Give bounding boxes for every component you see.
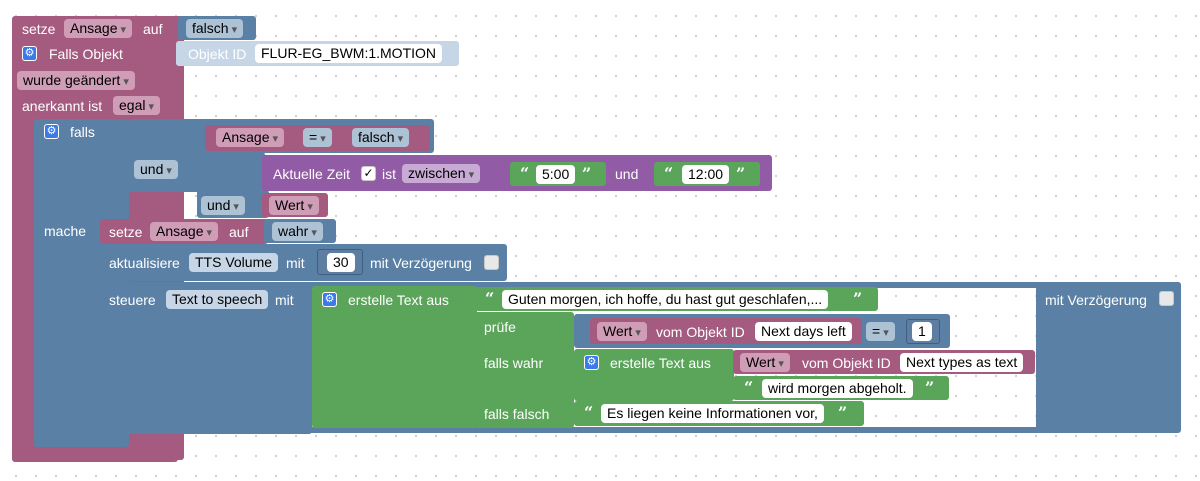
- object-id-label: Objekt ID: [188, 46, 247, 62]
- operator-dropdown[interactable]: =: [303, 128, 332, 147]
- mit-label: mit: [286, 255, 305, 271]
- quote-close-icon: ”: [736, 164, 746, 183]
- object-value[interactable]: Next days left: [755, 322, 852, 341]
- control-target[interactable]: Text to speech: [166, 290, 269, 309]
- suffix-text[interactable]: wird morgen abgeholt.: [762, 379, 913, 398]
- auf-label: auf: [229, 224, 249, 240]
- from-object-label: vom Objekt ID: [802, 355, 891, 371]
- control-label: steuere: [109, 292, 156, 308]
- quote-close-icon: ”: [853, 289, 863, 308]
- gear-icon[interactable]: ⚙: [22, 46, 37, 61]
- falls-label: falls: [70, 124, 95, 140]
- update-target[interactable]: TTS Volume: [189, 253, 279, 272]
- create-text-label: erstelle Text aus: [610, 355, 711, 371]
- create-text-block[interactable]: [312, 286, 477, 428]
- time-mode-dropdown[interactable]: zwischen: [402, 164, 481, 183]
- delay-checkbox[interactable]: [484, 255, 499, 270]
- quote-open-icon: “: [744, 378, 754, 397]
- update-label: aktualisiere: [109, 255, 180, 271]
- operator-dropdown[interactable]: =: [866, 322, 895, 341]
- variable-dropdown[interactable]: Ansage: [64, 19, 133, 38]
- auf-label: auf: [143, 21, 163, 37]
- number-value[interactable]: 1: [912, 322, 932, 341]
- delay-label: mit Verzögerung: [370, 255, 472, 271]
- mache-label: mache: [44, 223, 87, 239]
- und-dropdown[interactable]: und: [134, 160, 178, 179]
- und-dropdown[interactable]: und: [201, 196, 245, 215]
- if-true-label: falls wahr: [484, 355, 544, 371]
- trigger-title: Falls Objekt: [49, 46, 123, 62]
- wert-dropdown[interactable]: Wert: [597, 322, 647, 341]
- control-block-right: [1036, 282, 1181, 432]
- ack-dropdown[interactable]: egal: [113, 96, 161, 115]
- control-block-top: [100, 282, 1181, 288]
- event-block-bottom: [12, 450, 178, 462]
- ist-label: ist: [382, 166, 396, 182]
- boolean-dropdown[interactable]: wahr: [272, 222, 323, 241]
- create-text-label: erstelle Text aus: [348, 292, 449, 308]
- condition-value[interactable]: falsch: [352, 128, 410, 147]
- quote-close-icon: ”: [582, 164, 592, 183]
- update-block[interactable]: [100, 244, 507, 281]
- number-value[interactable]: 30: [327, 253, 355, 272]
- ack-label: anerkannt ist: [22, 98, 103, 114]
- if-false-label: falls falsch: [484, 406, 550, 422]
- change-dropdown[interactable]: wurde geändert: [17, 71, 135, 90]
- false-text[interactable]: Es liegen keine Informationen vor,: [601, 404, 824, 423]
- condition-variable[interactable]: Ansage: [216, 128, 285, 147]
- set-label: setze: [109, 224, 143, 240]
- delay-label: mit Verzögerung: [1045, 292, 1147, 308]
- wert-dropdown[interactable]: Wert: [740, 353, 790, 372]
- time-label: Aktuelle Zeit: [273, 166, 351, 182]
- quote-open-icon: “: [584, 403, 594, 422]
- quote-open-icon: “: [520, 164, 530, 183]
- quote-open-icon: “: [664, 164, 674, 183]
- wert-dropdown[interactable]: Wert: [269, 196, 319, 215]
- object-value[interactable]: Next types as text: [900, 353, 1024, 372]
- gear-icon[interactable]: ⚙: [322, 292, 337, 307]
- checkbox-icon[interactable]: ✓: [361, 166, 376, 181]
- boolean-dropdown[interactable]: falsch: [186, 19, 244, 38]
- from-object-label: vom Objekt ID: [656, 324, 745, 340]
- time-from-value[interactable]: 5:00: [536, 165, 576, 184]
- delay-checkbox[interactable]: [1159, 291, 1174, 306]
- time-to-value[interactable]: 12:00: [682, 165, 730, 184]
- quote-close-icon: ”: [838, 403, 848, 422]
- quote-open-icon: “: [485, 289, 495, 308]
- gear-icon[interactable]: ⚙: [584, 355, 599, 370]
- und-label: und: [615, 166, 639, 182]
- greeting-text[interactable]: Guten morgen, ich hoffe, du hast gut ges…: [502, 290, 829, 309]
- gear-icon[interactable]: ⚙: [44, 124, 59, 139]
- object-id-value[interactable]: FLUR-EG_BWM:1.MOTION: [255, 44, 443, 63]
- check-label: prüfe: [484, 319, 516, 335]
- set-label: setze: [22, 21, 56, 37]
- variable-dropdown[interactable]: Ansage: [150, 222, 219, 241]
- ternary-block[interactable]: [475, 312, 574, 428]
- mit-label: mit: [275, 292, 294, 308]
- true-create-text-block[interactable]: [574, 349, 734, 401]
- control-block-bottom: [100, 427, 1181, 433]
- quote-close-icon: ”: [925, 378, 935, 397]
